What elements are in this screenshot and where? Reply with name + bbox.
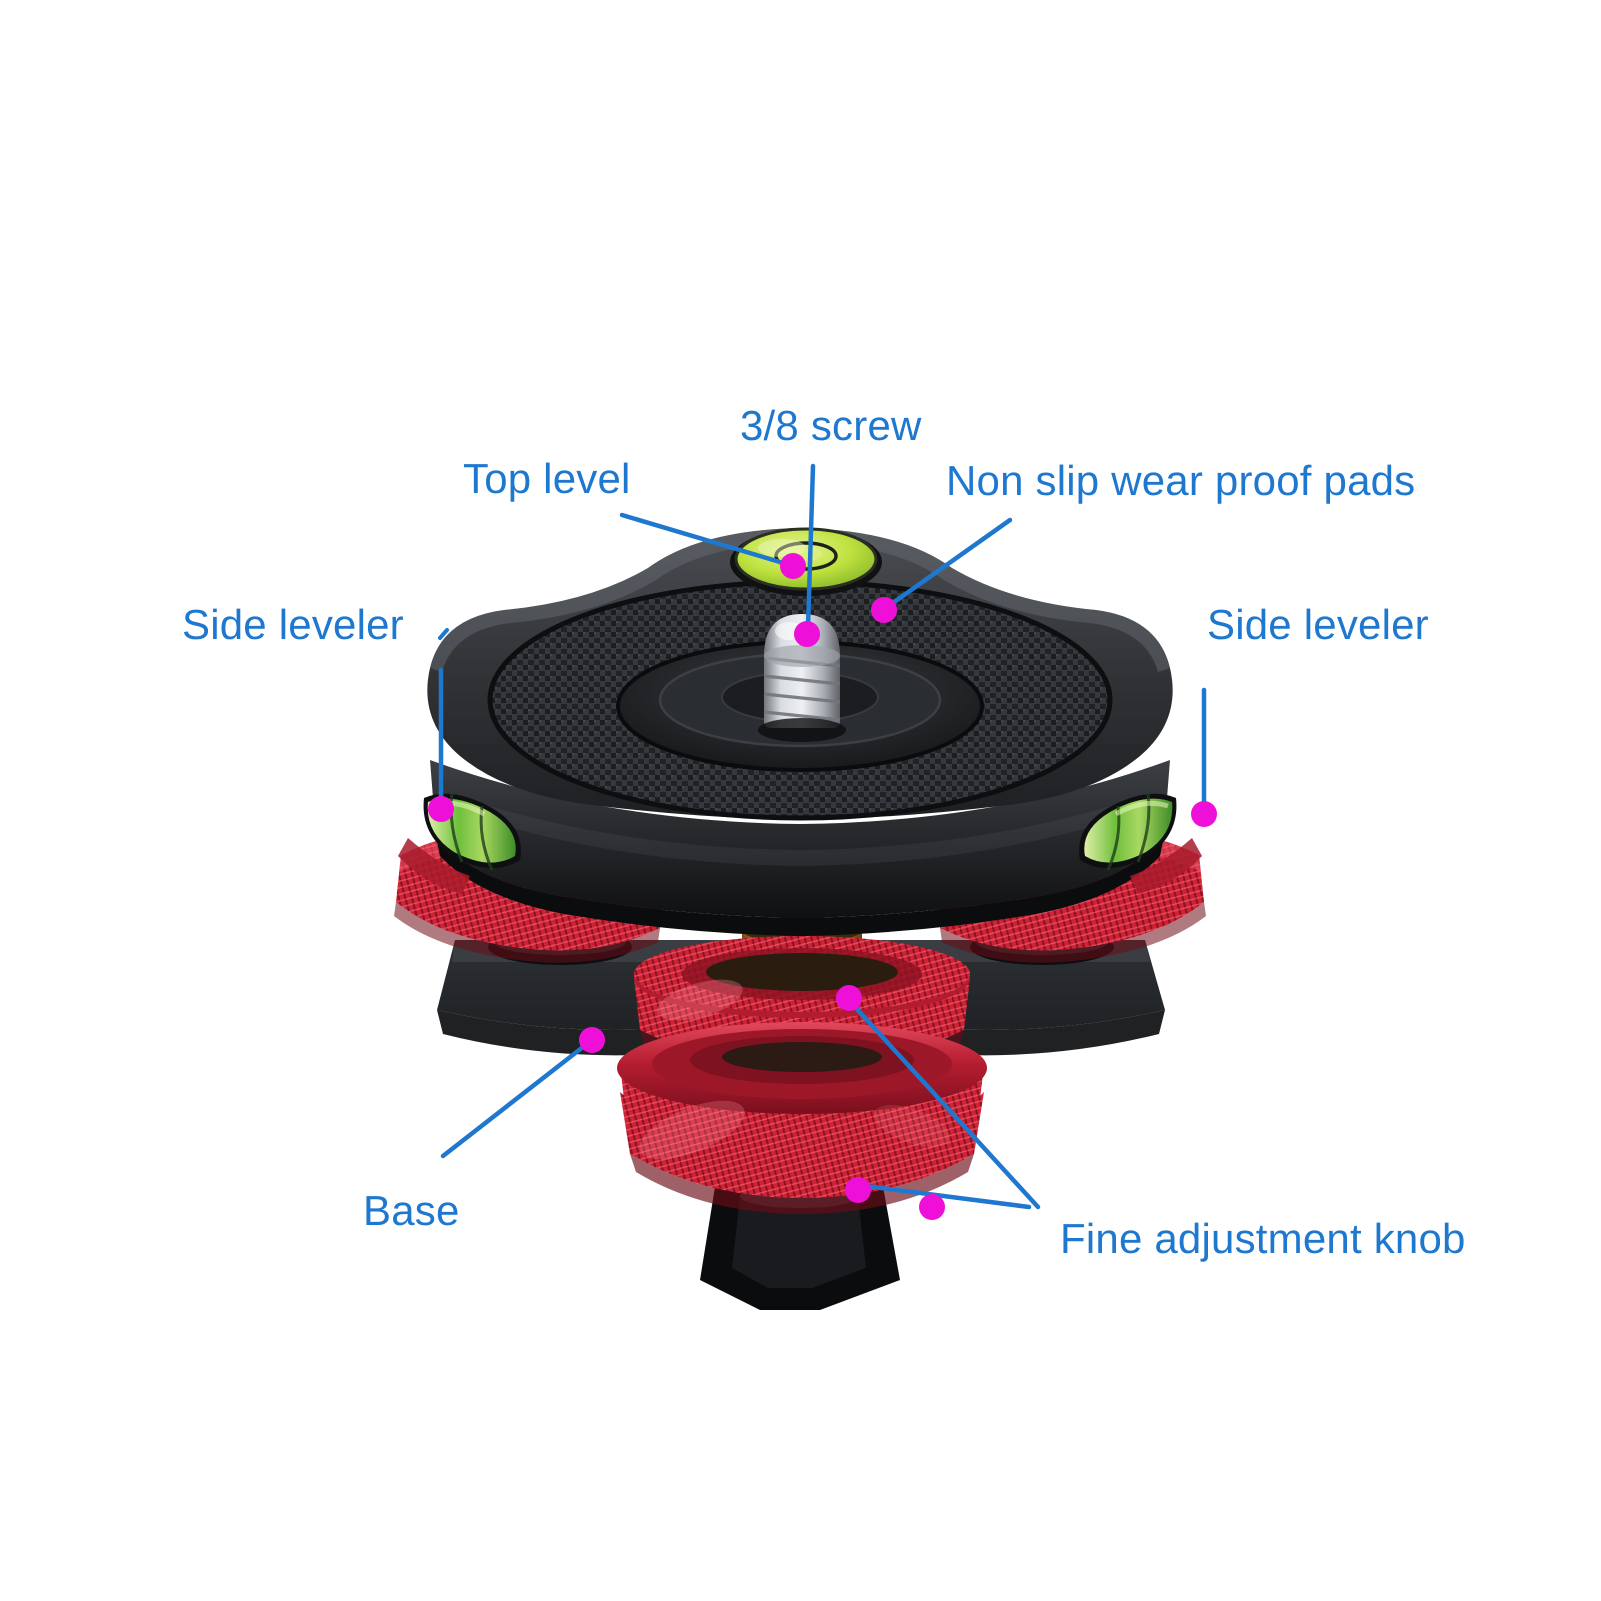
marker-fine-knob-lower (845, 1177, 871, 1203)
marker-base (579, 1027, 605, 1053)
callout-leader-base (440, 1027, 605, 1159)
callout-label-base: Base (363, 1187, 460, 1234)
callout-leader-fine-adjustment-knob (836, 985, 1041, 1220)
callout-leader-pads (871, 517, 1013, 623)
marker-side-leveler-right (1191, 801, 1217, 827)
side-leveler-right-vial (1079, 793, 1177, 871)
callout-label-screw: 3/8 screw (740, 402, 922, 449)
callout-label-non-slip-pads: Non slip wear proof pads (946, 457, 1416, 504)
marker-screw (794, 621, 820, 647)
callout-label-side-leveler-right: Side leveler (1207, 601, 1429, 648)
callout-leader-side-leveler-left (428, 628, 454, 822)
fine-adjustment-knob-front-lower (617, 1022, 987, 1214)
callout-label-side-leveler-left: Side leveler (182, 601, 404, 648)
marker-pads (871, 597, 897, 623)
callout-label-fine-adjustment-knob: Fine adjustment knob (1060, 1215, 1466, 1262)
callout-leader-top-level (619, 512, 806, 579)
callout-leader-side-leveler-right (1191, 687, 1217, 827)
marker-side-leveler-left (428, 796, 454, 822)
marker-fine-knob-junction (919, 1194, 945, 1220)
callout-annotations (428, 463, 1217, 1220)
callout-label-top-level: Top level (463, 455, 631, 502)
marker-fine-knob-upper (836, 985, 862, 1011)
marker-top-level (780, 553, 806, 579)
callout-leader-screw (794, 463, 820, 647)
top-level-bubble (730, 527, 882, 596)
leveling-base-product (394, 527, 1206, 1310)
upper-plate-side-wall (430, 760, 1170, 936)
